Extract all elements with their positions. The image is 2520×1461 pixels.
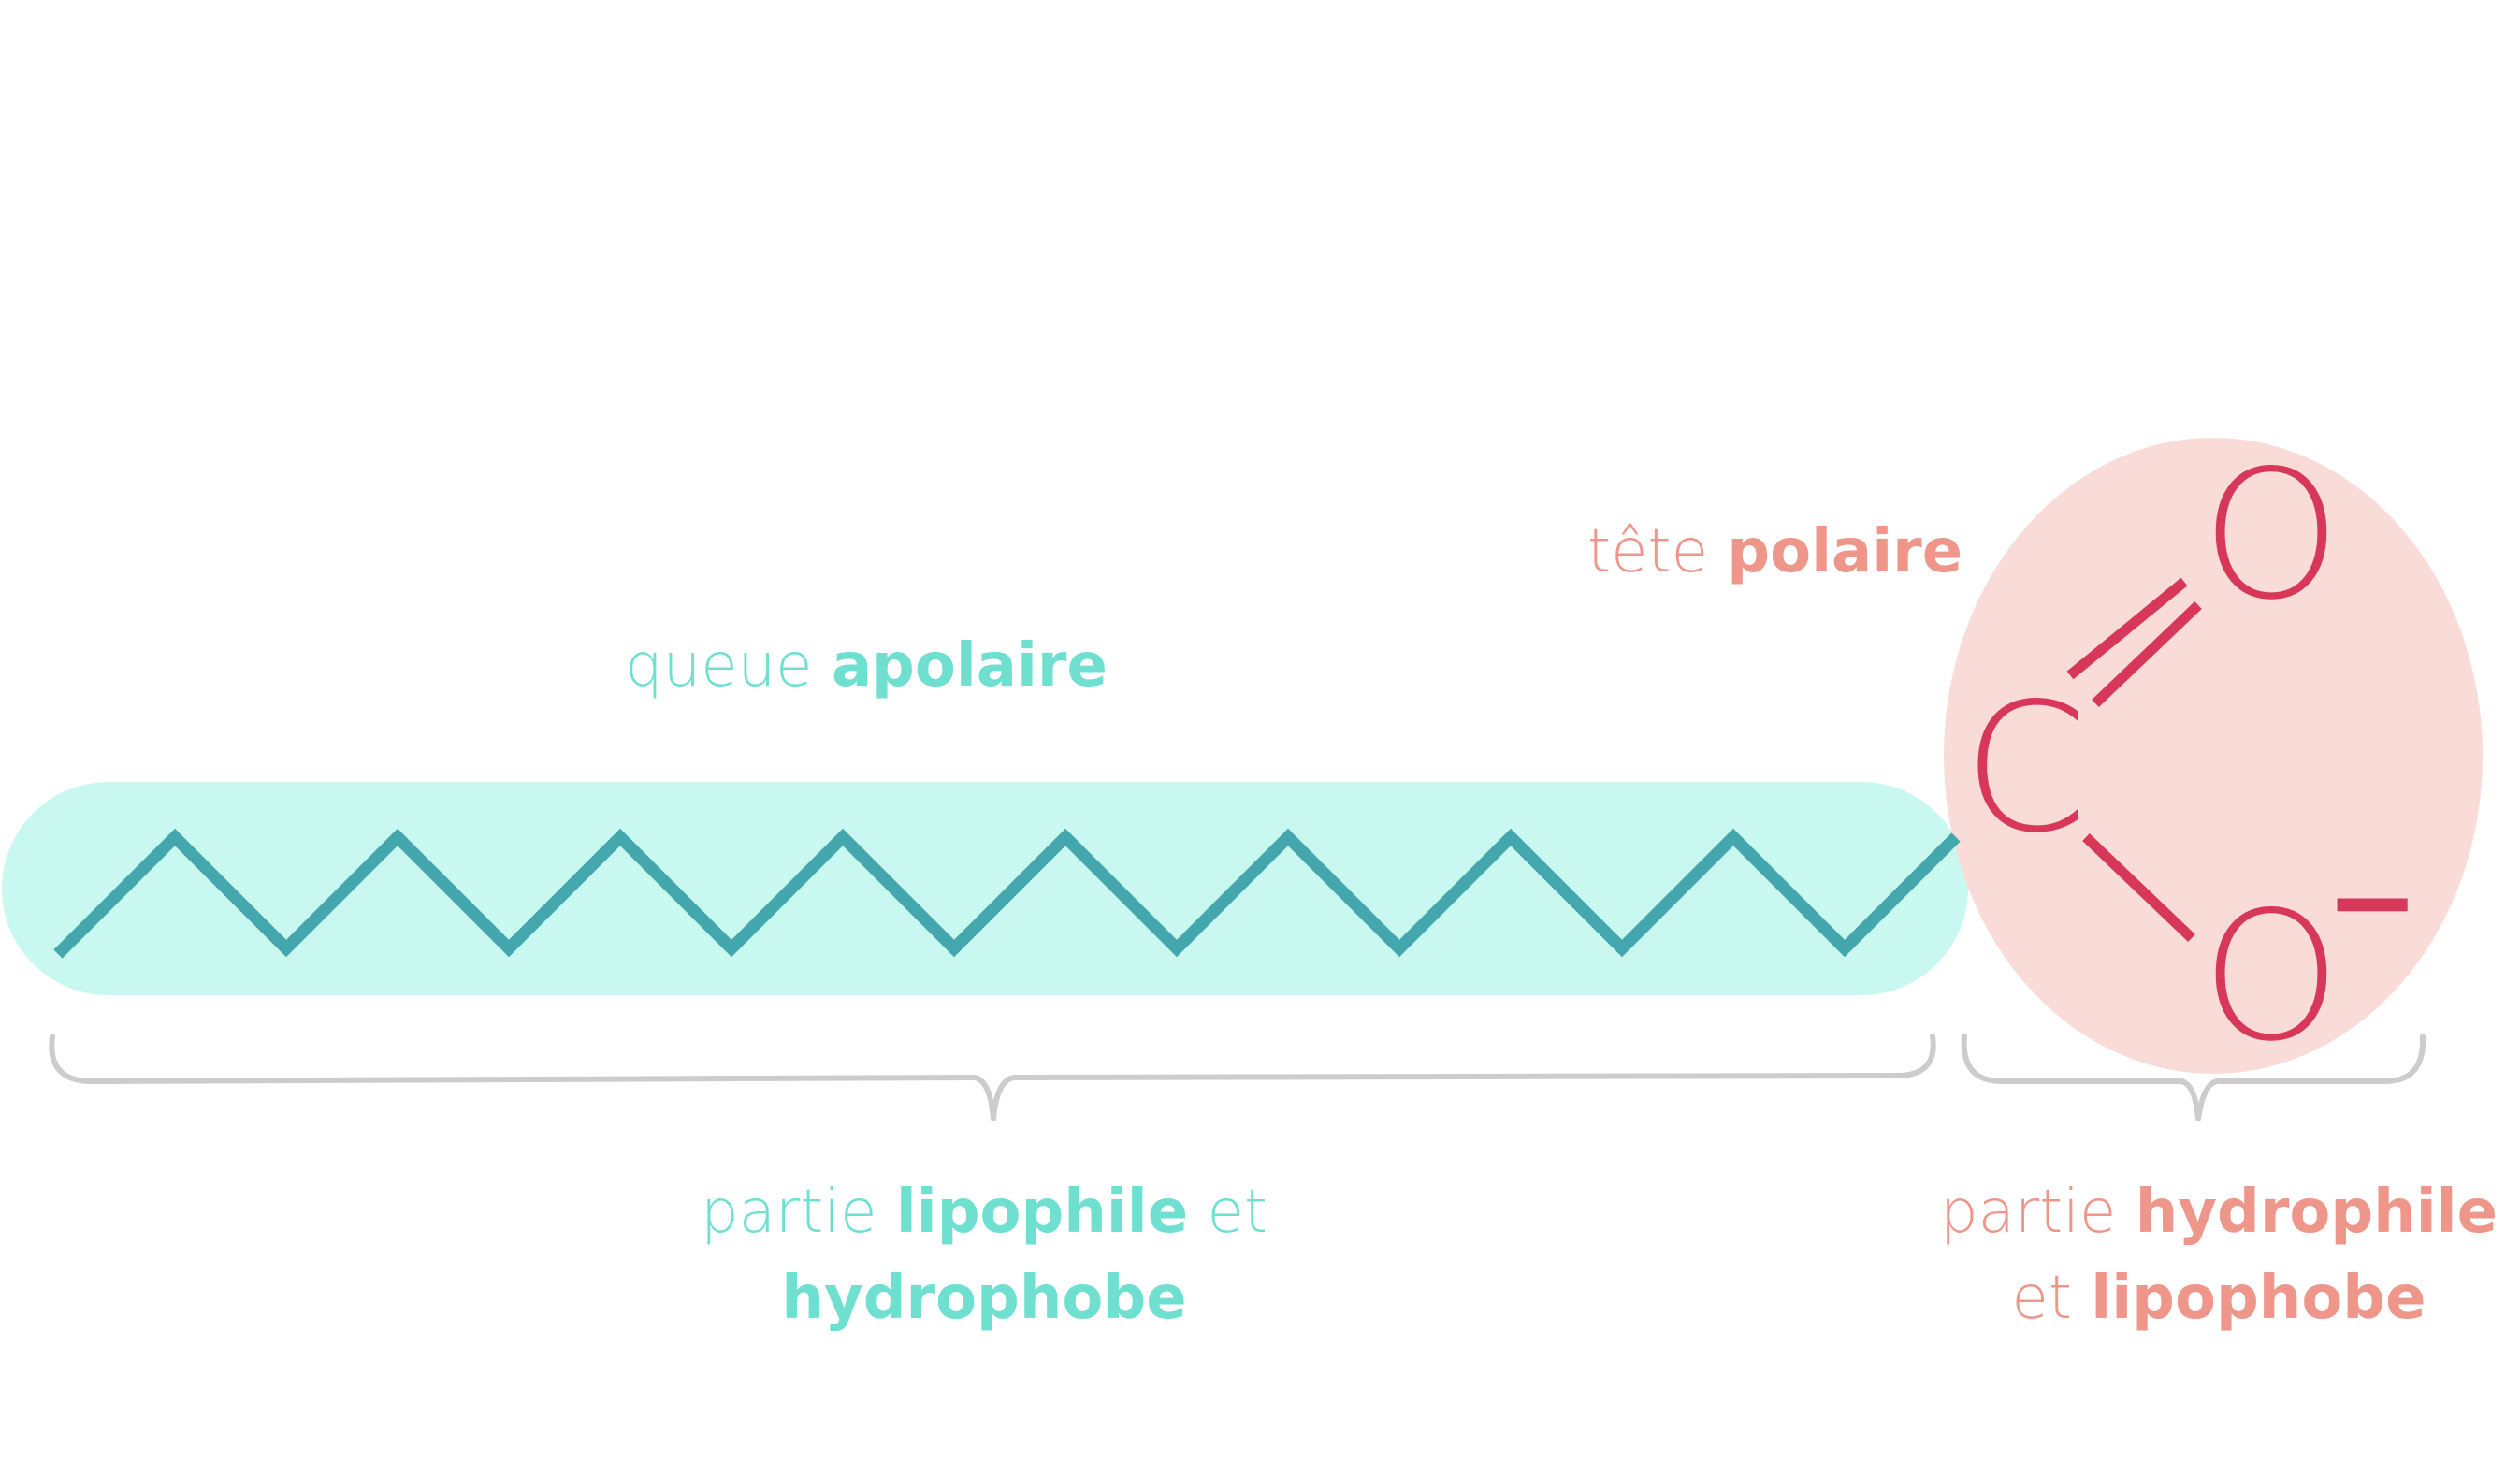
lipophile-line-1-tail: et xyxy=(1188,1178,1267,1247)
single-bond-line xyxy=(2082,833,2195,942)
oxygen-atom-double-bonded: O xyxy=(2201,432,2341,639)
apolar-tail-label-plain: queue xyxy=(625,631,832,701)
hydrophile-brace xyxy=(1961,1034,2426,1121)
lipophile-brace xyxy=(49,1034,1936,1121)
hydrophile-line-1-bold: hydrophile xyxy=(2135,1178,2498,1247)
lipophile-line-1: partie lipophile et xyxy=(610,1169,1358,1255)
apolar-tail-label: queue apolaire xyxy=(625,623,1108,709)
oxygen-atom-single-bonded: O xyxy=(2201,874,2341,1080)
lipophile-line-2-bold: hydrophobe xyxy=(781,1264,1187,1333)
hydrophile-line-2-bold: lipophobe xyxy=(2091,1264,2426,1333)
hydrophile-line-1: partie hydrophile xyxy=(1918,1169,2520,1255)
polar-head-label: tête polaire xyxy=(1587,509,1962,595)
double-bond-line-2 xyxy=(2092,601,2202,707)
polar-head-label-bold: polaire xyxy=(1727,517,1963,586)
hydrophile-part-label: partie hydrophile et lipophobe xyxy=(1918,1169,2520,1341)
lipophile-line-1-bold: lipophile xyxy=(895,1178,1189,1247)
double-bond-line-1 xyxy=(2066,577,2188,680)
hydrophile-line-1-plain: partie xyxy=(1939,1178,2136,1247)
polar-head-region xyxy=(1944,438,2483,1074)
apolar-tail-label-bold: apolaire xyxy=(831,631,1108,701)
lipophile-part-label: partie lipophile et hydrophobe xyxy=(610,1169,1358,1341)
polar-head-label-plain: tête xyxy=(1587,517,1728,586)
apolar-tail-region xyxy=(2,782,1968,995)
hydrophile-line-2: et lipophobe xyxy=(1918,1255,2520,1341)
hydrocarbon-chain xyxy=(53,828,1961,959)
negative-charge: − xyxy=(2325,837,2420,967)
lipophile-line-1-plain: partie xyxy=(701,1178,896,1247)
carbon-atom: C xyxy=(1963,665,2088,872)
hydrophile-line-2-plain: et xyxy=(2011,1264,2092,1333)
lipophile-line-2: hydrophobe xyxy=(610,1255,1358,1341)
